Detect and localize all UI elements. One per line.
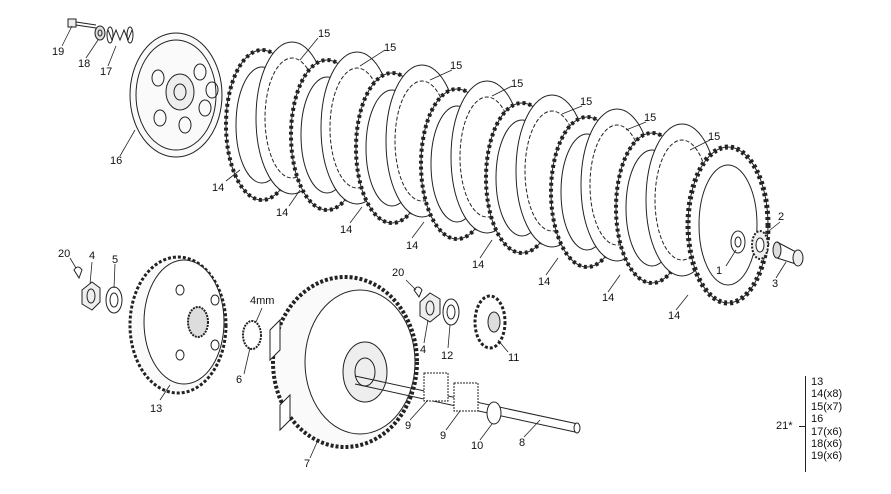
callout-9a: 9	[405, 420, 412, 432]
leader-lines	[61, 25, 787, 459]
kit-21-contents: 13 14(x8) 15(x7) 16 17(x6) 18(x6) 19(x6)	[805, 376, 850, 472]
washer-1	[730, 230, 746, 254]
nut-4	[81, 281, 101, 311]
spring-17	[106, 26, 134, 44]
plate-stack	[224, 41, 771, 306]
friction-plate-14	[685, 144, 771, 306]
gear-11	[473, 294, 507, 350]
washer-18	[94, 25, 106, 41]
callout-2: 2	[778, 211, 785, 223]
callout-12: 12	[441, 350, 454, 362]
pressure-plate-16	[129, 32, 223, 158]
callout-8: 8	[519, 437, 526, 449]
bearing-2	[751, 230, 769, 260]
callout-18: 18	[78, 58, 91, 70]
kit-item: 13	[811, 376, 824, 388]
callout-15: 15	[580, 96, 593, 108]
kit-bracket-tick	[799, 426, 805, 427]
needle-bearing-9b	[453, 382, 479, 412]
kit-item: 16	[811, 413, 824, 426]
kit-item: 17(x6)	[811, 425, 843, 438]
callout-9b: 9	[440, 430, 447, 442]
callout-14: 14	[340, 224, 353, 236]
callout-15: 15	[511, 78, 524, 90]
callout-11: 11	[508, 352, 520, 364]
callout-17: 17	[100, 66, 113, 78]
kit-21-label: 21*	[776, 420, 793, 432]
callout-14: 14	[538, 276, 551, 288]
callout-15: 15	[384, 42, 397, 54]
callout-1: 1	[716, 265, 723, 277]
callout-13: 13	[150, 403, 163, 415]
washer-10	[486, 401, 502, 425]
callout-14: 14	[602, 292, 615, 304]
pushrod-3	[772, 241, 804, 267]
callout-20b: 20	[392, 267, 405, 279]
callout-10: 10	[471, 440, 484, 452]
callout-15: 15	[644, 112, 657, 124]
callout-14: 14	[406, 240, 419, 252]
callout-4b: 4	[420, 344, 427, 356]
inner-hub-13	[128, 255, 228, 395]
callout-19: 19	[52, 46, 65, 58]
callout-15: 15	[708, 131, 721, 143]
callout-16: 16	[110, 155, 123, 167]
lock-tab-20	[73, 266, 83, 280]
callout-14: 14	[212, 182, 225, 194]
callout-15: 15	[450, 60, 463, 72]
callout-14: 14	[276, 207, 289, 219]
nut-4b	[419, 292, 441, 323]
washer-5	[105, 286, 123, 314]
lock-tab-20b	[413, 286, 423, 299]
kit-item: 14(x8)	[811, 388, 843, 401]
circlip-6	[242, 320, 262, 350]
callout-7: 7	[304, 458, 311, 470]
kit-item: 18(x6)	[811, 438, 843, 451]
clutch-basket-7	[269, 275, 419, 449]
kit-item: 19(x6)	[811, 450, 843, 463]
kit-item: 15(x7)	[811, 400, 843, 413]
callout-15: 15	[318, 28, 331, 40]
callout-14: 14	[472, 259, 485, 271]
callout-20: 20	[58, 248, 71, 260]
callout-5: 5	[112, 254, 119, 266]
needle-bearing-9a	[423, 372, 449, 402]
callout-3: 3	[772, 278, 779, 290]
bolt-19	[67, 18, 97, 29]
callout-4: 4	[89, 250, 96, 262]
washer-12	[442, 298, 460, 326]
callout-14: 14	[668, 310, 681, 322]
callout-4mm: 4mm	[250, 295, 275, 307]
callout-6: 6	[236, 374, 243, 386]
